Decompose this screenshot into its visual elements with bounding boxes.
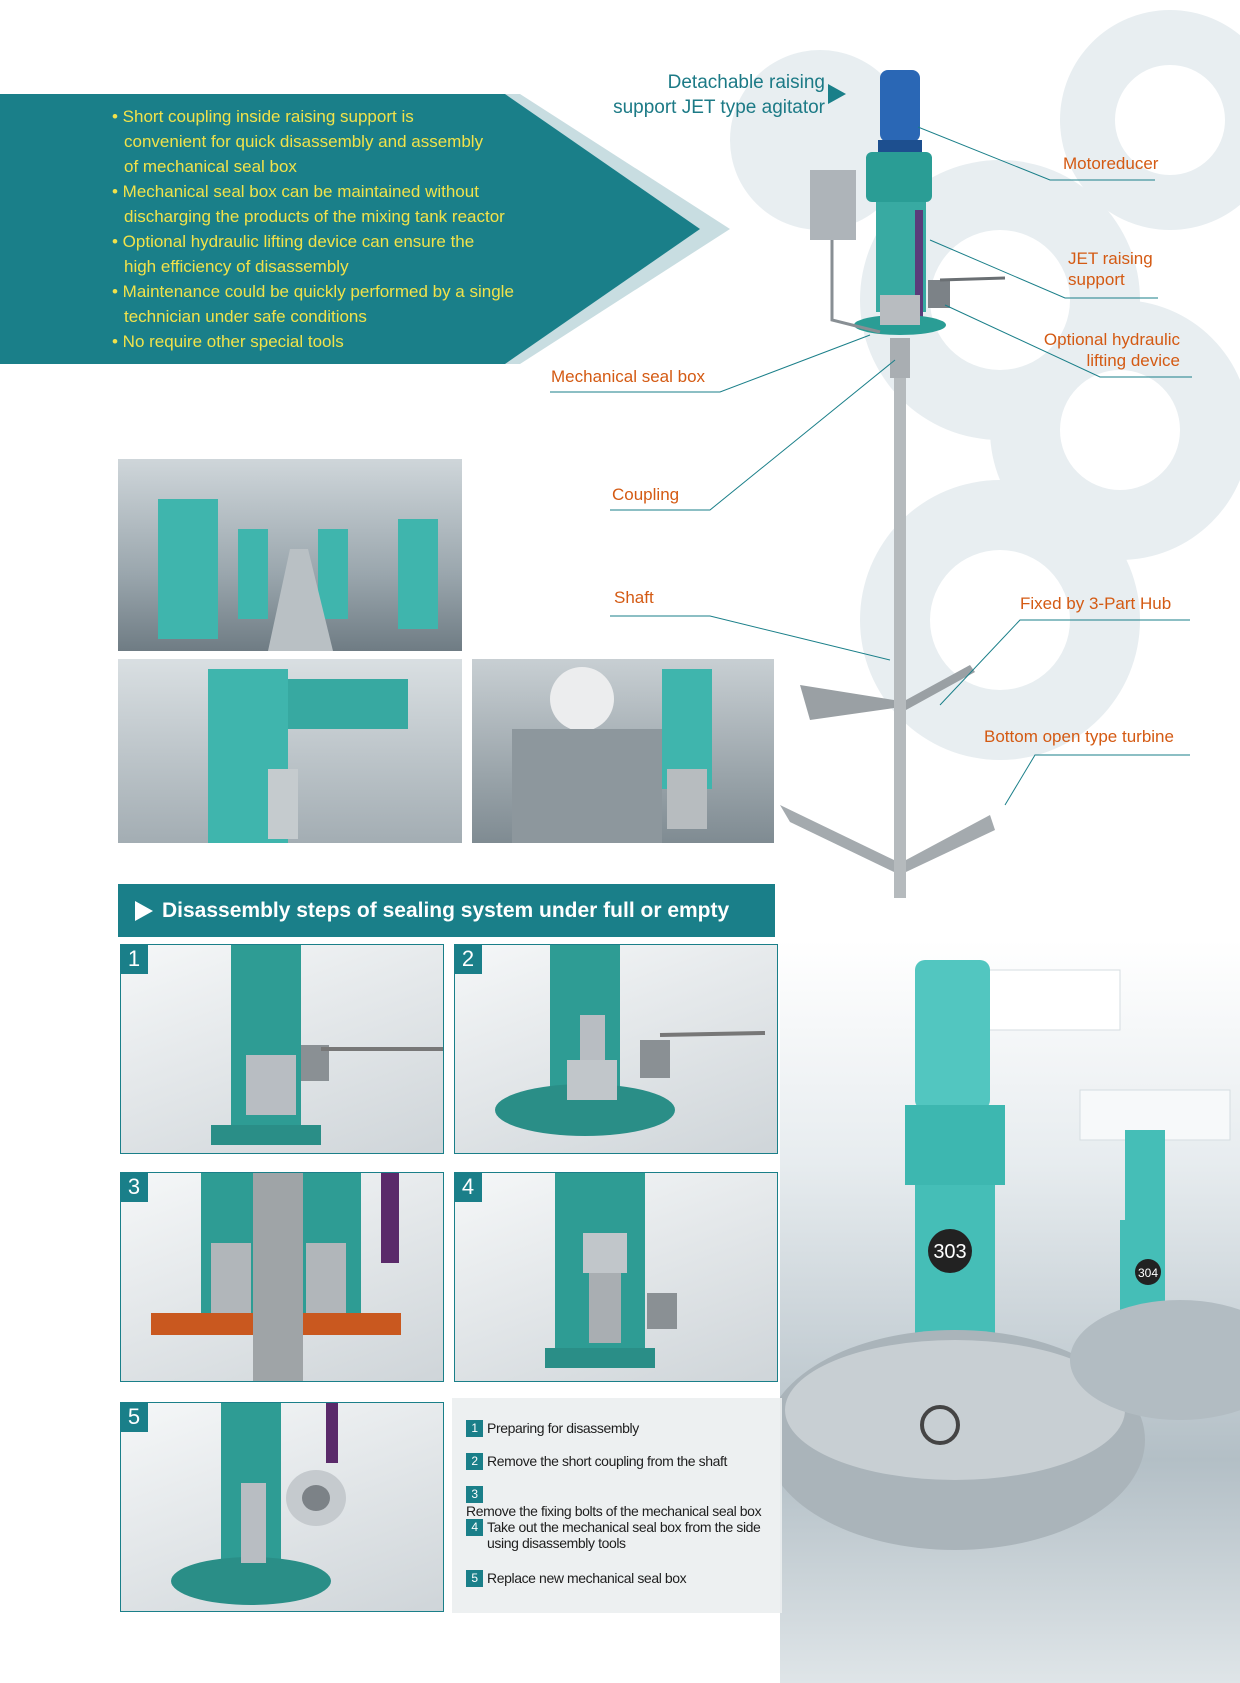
play-arrow-icon bbox=[135, 901, 153, 921]
agitator-closeup-photo bbox=[118, 659, 462, 843]
step-text: Remove the fixing bolts of the mechanica… bbox=[466, 1503, 762, 1519]
label-fixed-hub: Fixed by 3-Part Hub bbox=[1020, 594, 1172, 613]
step-panel-1: 1 bbox=[120, 944, 444, 1154]
step-panel-5: 5 bbox=[120, 1402, 444, 1612]
step-badge: 2 bbox=[466, 1453, 483, 1470]
label-optional-hydraulic: Optional hydraulic lifting device bbox=[1043, 330, 1180, 370]
label-shaft: Shaft bbox=[614, 588, 654, 607]
step-text: Replace new mechanical seal box bbox=[487, 1570, 687, 1586]
background-watermark bbox=[730, 10, 1240, 760]
step-badge: 1 bbox=[466, 1420, 483, 1437]
step-panel-4: 4 bbox=[454, 1172, 778, 1382]
step-text: Remove the short coupling from the shaft bbox=[487, 1453, 728, 1469]
step-badge: 5 bbox=[466, 1570, 483, 1587]
label-mechanical-seal-box: Mechanical seal box bbox=[551, 367, 706, 386]
tank-number-304: 304 bbox=[1138, 1266, 1158, 1280]
callout-leader-lines bbox=[550, 126, 1192, 806]
step-number: 5 bbox=[121, 1403, 148, 1432]
label-bottom-turbine: Bottom open type turbine bbox=[984, 727, 1174, 746]
feature-item: • Short coupling inside raising support … bbox=[112, 107, 484, 176]
tank-number-303: 303 bbox=[933, 1241, 966, 1263]
feature-item: • Maintenance could be quickly performed… bbox=[112, 282, 514, 326]
step-number: 2 bbox=[455, 945, 482, 974]
features-list: • Short coupling inside raising support … bbox=[112, 104, 582, 354]
feature-item: • Optional hydraulic lifting device can … bbox=[112, 232, 475, 276]
step-number: 4 bbox=[455, 1173, 482, 1202]
step-panel-2: 2 bbox=[454, 944, 778, 1154]
agitator-illustration bbox=[780, 70, 1006, 898]
technician-photo bbox=[472, 659, 774, 843]
reactor-tanks-photo: 303 304 bbox=[780, 940, 1240, 1683]
factory-hall-photo bbox=[118, 459, 462, 651]
diagram-title: Detachable raising support JET type agit… bbox=[613, 72, 825, 118]
step-badge: 4 bbox=[466, 1519, 483, 1536]
step-text: Preparing for disassembly bbox=[487, 1420, 639, 1436]
banner-shape bbox=[0, 94, 730, 364]
label-coupling: Coupling bbox=[612, 485, 680, 504]
step-number: 3 bbox=[121, 1173, 148, 1202]
step-number: 1 bbox=[121, 945, 148, 974]
step-panel-3: 3 bbox=[120, 1172, 444, 1382]
play-arrow-icon bbox=[828, 84, 846, 104]
label-motoreducer: Motoreducer bbox=[1063, 154, 1159, 173]
features-banner bbox=[0, 94, 735, 364]
steps-header: Disassembly steps of sealing system unde… bbox=[118, 884, 775, 975]
step-text: Take out the mechanical seal box from th… bbox=[487, 1519, 761, 1551]
label-jet-raising-support: JET raising support bbox=[1068, 249, 1153, 289]
step-badge: 3 bbox=[466, 1486, 483, 1503]
list-item: 3Remove the fixing bolts of the mechanic… bbox=[466, 1486, 782, 1519]
feature-item: • No require other special tools bbox=[112, 332, 344, 351]
feature-item: • Mechanical seal box can be maintained … bbox=[112, 182, 505, 226]
